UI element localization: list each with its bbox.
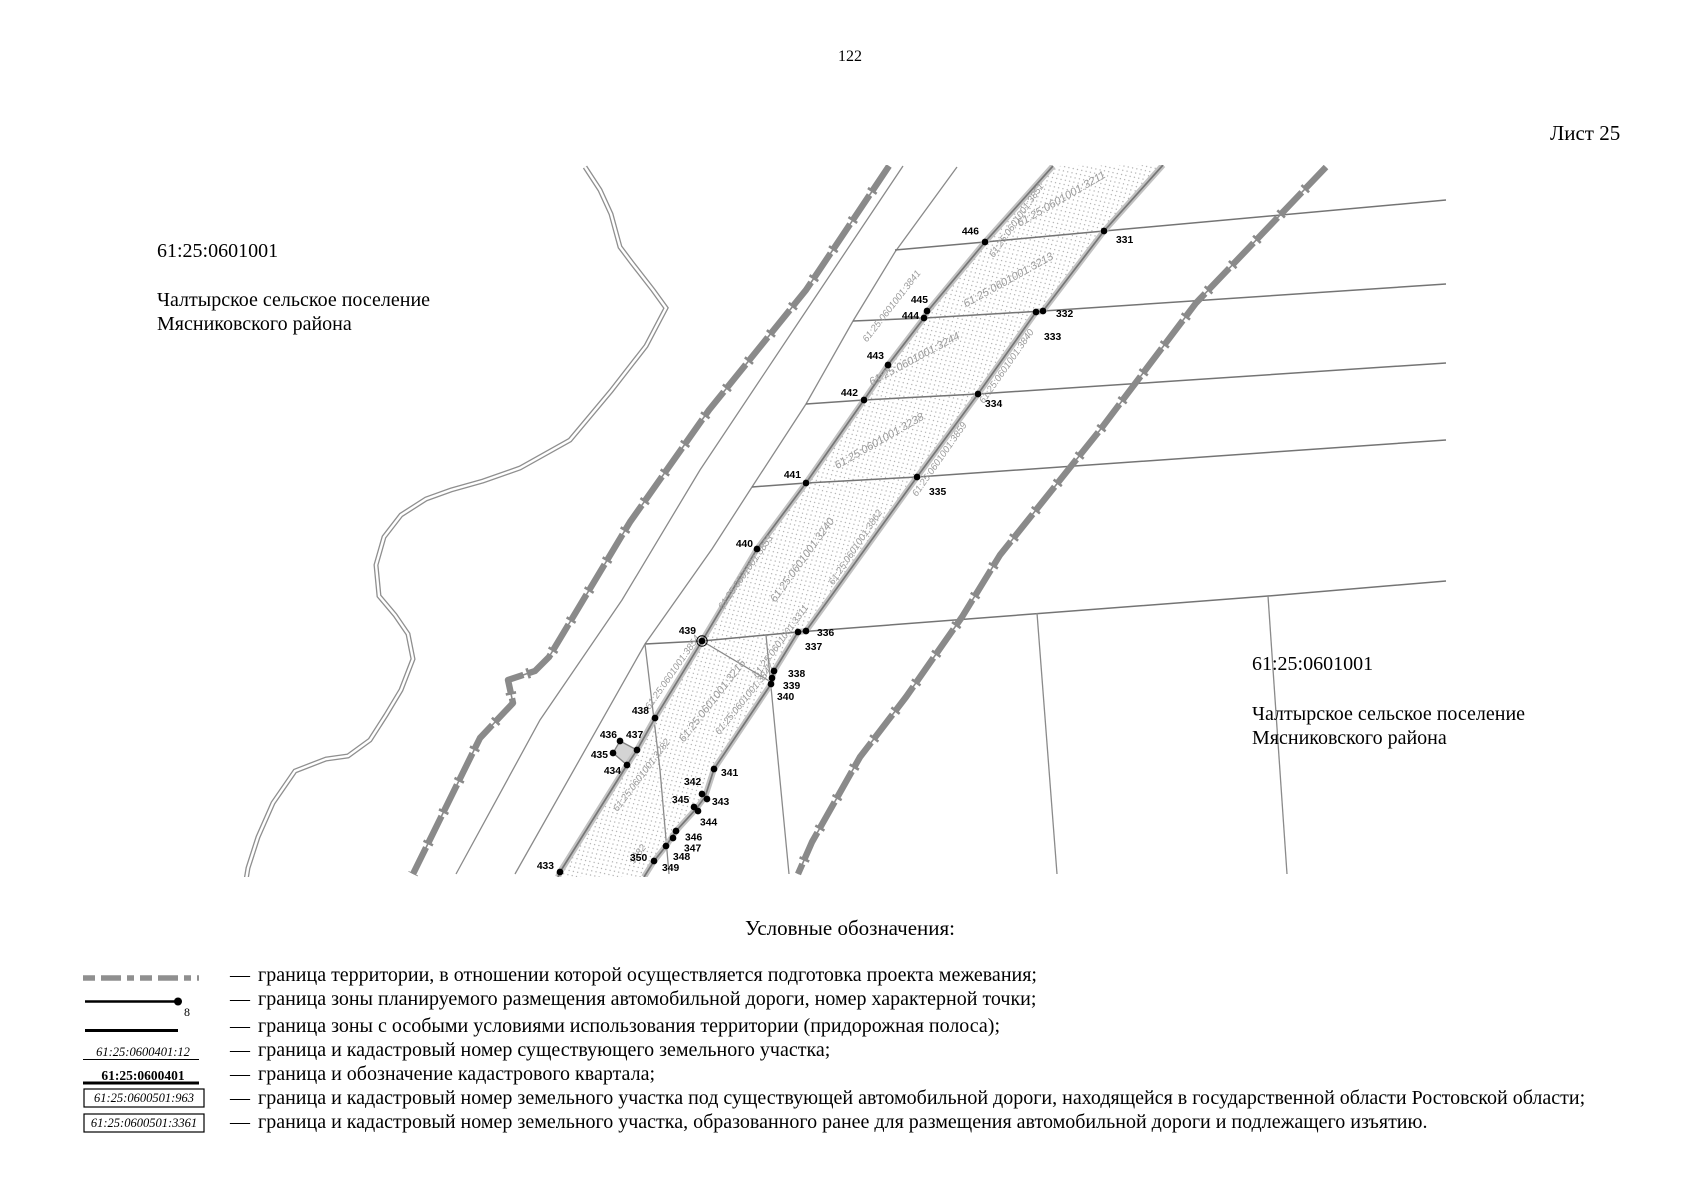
- svg-text:8: 8: [184, 1005, 190, 1019]
- svg-text:349: 349: [662, 863, 679, 874]
- svg-text:350: 350: [630, 853, 647, 864]
- svg-text:346: 346: [685, 833, 702, 844]
- svg-text:344: 344: [700, 818, 717, 829]
- svg-text:334: 334: [985, 399, 1002, 410]
- svg-text:331: 331: [1116, 235, 1133, 246]
- svg-text:61:25:0600401:12: 61:25:0600401:12: [96, 1045, 190, 1059]
- svg-text:340: 340: [777, 692, 794, 703]
- svg-text:443: 443: [867, 351, 884, 362]
- svg-text:339: 339: [783, 681, 800, 692]
- svg-text:442: 442: [841, 388, 858, 399]
- svg-text:435: 435: [591, 750, 608, 761]
- svg-text:347: 347: [684, 844, 701, 855]
- svg-text:440: 440: [736, 539, 753, 550]
- svg-text:333: 333: [1044, 332, 1061, 343]
- svg-text:337: 337: [805, 642, 822, 653]
- svg-text:436: 436: [600, 730, 617, 741]
- svg-text:61:25:0600501:963: 61:25:0600501:963: [94, 1091, 194, 1105]
- svg-text:336: 336: [817, 628, 834, 639]
- svg-text:444: 444: [902, 311, 919, 322]
- svg-text:439: 439: [679, 626, 696, 637]
- svg-text:335: 335: [929, 487, 946, 498]
- svg-text:332: 332: [1056, 309, 1073, 320]
- svg-text:434: 434: [604, 766, 621, 777]
- svg-text:343: 343: [712, 797, 729, 808]
- svg-text:348: 348: [673, 852, 690, 863]
- svg-text:61:25:0600401: 61:25:0600401: [101, 1068, 184, 1083]
- svg-text:433: 433: [537, 861, 554, 872]
- svg-text:342: 342: [684, 777, 701, 788]
- svg-text:345: 345: [672, 795, 689, 806]
- svg-text:61:25:0600501:3361: 61:25:0600501:3361: [91, 1116, 197, 1130]
- svg-text:441: 441: [784, 470, 801, 481]
- svg-text:338: 338: [788, 669, 805, 680]
- svg-text:341: 341: [721, 768, 738, 779]
- svg-text:445: 445: [911, 295, 928, 306]
- svg-text:437: 437: [626, 730, 643, 741]
- svg-text:438: 438: [632, 706, 649, 717]
- svg-text:446: 446: [962, 227, 979, 238]
